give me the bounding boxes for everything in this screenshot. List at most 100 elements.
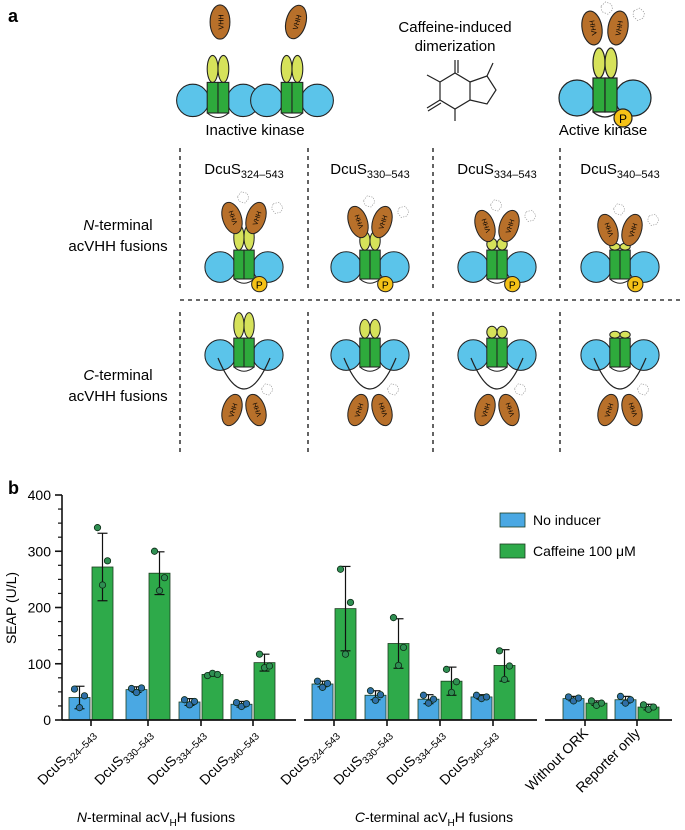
linker-loop xyxy=(233,366,255,372)
replicate-point xyxy=(98,581,107,589)
vhh-domain-icon: VHH xyxy=(371,383,400,427)
vhh-ellipse xyxy=(498,393,520,427)
x-axis: DcuS324–543DcuS330–543DcuS334–543DcuS340… xyxy=(34,719,672,829)
caffeine-bound-icon xyxy=(397,205,410,218)
vhh-ellipse xyxy=(245,393,267,427)
dhp-helix-left xyxy=(486,337,498,368)
x-tick-label-base: DcuS xyxy=(34,752,70,788)
vhh-text: VHH xyxy=(628,401,639,417)
legend-label: Caffeine 100 μM xyxy=(533,543,636,559)
vhh-ellipse xyxy=(581,10,603,46)
dhp-helix-left xyxy=(206,81,219,114)
replicate-point xyxy=(649,703,658,711)
replicate-point xyxy=(341,650,350,658)
kinase-domain-right xyxy=(300,83,334,118)
n-terminal-row-label-line2: acVHH fusions xyxy=(68,238,167,255)
vhh-domain-icon: VHH xyxy=(474,393,496,427)
replicate-point xyxy=(150,547,159,555)
linker-loop xyxy=(609,366,631,372)
dhp-helix-right xyxy=(496,249,508,280)
vhh-ellipse xyxy=(371,205,393,239)
replicate-point xyxy=(75,704,84,712)
dhp-helix-left xyxy=(609,249,621,280)
linker-loop xyxy=(359,278,381,284)
variant-header: DcuS330–543 xyxy=(330,161,410,181)
vhh-text: VHH xyxy=(291,14,304,31)
vhh-ellipse xyxy=(245,201,267,235)
caffeine-bound-icon xyxy=(271,201,284,214)
phosphate-label: P xyxy=(509,280,516,291)
group-label-text: -terminal acV xyxy=(365,809,448,825)
c-terminal-linker xyxy=(343,357,397,390)
group-label-italic: C xyxy=(355,809,366,825)
x-tick-label-base: DcuS xyxy=(144,752,180,788)
y-axis-label: SEAP (U/L) xyxy=(3,572,19,644)
replicate-point xyxy=(185,701,194,709)
variant-base: DcuS xyxy=(204,161,241,178)
linker-left xyxy=(486,325,498,339)
linker-loop xyxy=(233,278,255,284)
dhp-helix-left xyxy=(359,249,371,280)
vhh-ellipse xyxy=(221,201,243,235)
replicate-point xyxy=(621,699,630,707)
kinase-icon xyxy=(176,54,260,119)
replicate-point xyxy=(127,684,136,693)
x-tick-label: DcuS340–543 xyxy=(196,725,262,791)
panel-b-label: b xyxy=(8,478,19,498)
vhh-domain-icon: VHH xyxy=(498,383,527,427)
variant-base: DcuS xyxy=(330,161,367,178)
c-terminal-row-label-line2: acVHH fusions xyxy=(68,388,167,405)
c-terminal-row-label: C-terminal xyxy=(83,367,152,384)
kinase-domain-left xyxy=(250,83,284,118)
kinase-icon xyxy=(250,54,334,119)
replicate-point xyxy=(626,696,635,704)
linker-left xyxy=(233,312,245,339)
kinase-icon xyxy=(580,330,660,372)
replicate-point xyxy=(505,662,514,670)
kinase-domain-left xyxy=(330,251,363,283)
vhh-ellipse xyxy=(347,393,369,427)
x-tick-label-base: DcuS xyxy=(383,752,419,788)
variant-header: DcuS340–543 xyxy=(580,161,660,181)
vhh-domain-icon: VHH xyxy=(347,393,369,427)
phosphate-icon xyxy=(504,275,521,293)
kinase-domain-left xyxy=(204,339,237,371)
y-tick-label: 300 xyxy=(28,543,52,559)
group-label-sub: H xyxy=(170,818,177,829)
replicate-point xyxy=(318,683,327,691)
phosphate-icon xyxy=(377,275,394,293)
group-label-end: H fusions xyxy=(177,809,235,825)
dimerization-label-line2: dimerization xyxy=(415,38,496,55)
kinase-domain-left xyxy=(204,251,237,283)
phosphate-icon xyxy=(627,275,644,293)
vhh-text: VHH xyxy=(481,217,492,233)
linker-right xyxy=(291,54,304,83)
vhh-text: VHH xyxy=(228,209,239,225)
caffeine-bound-icon xyxy=(387,383,400,396)
replicate-point xyxy=(103,557,112,565)
vhh-ellipse xyxy=(474,209,496,243)
kinase-domain-right xyxy=(377,339,410,371)
replicate-point xyxy=(70,685,79,693)
c-terminal-linker xyxy=(217,357,271,390)
x-tick-label-sub: 334–543 xyxy=(175,731,211,767)
replicate-point xyxy=(336,565,345,573)
vhh-ellipse xyxy=(597,213,619,247)
replicate-point xyxy=(132,688,141,697)
caffeine-bound-icon xyxy=(490,199,503,212)
phosphate-icon xyxy=(613,108,633,128)
c-terminal-linker xyxy=(470,357,524,390)
dhp-helix-right xyxy=(604,77,618,113)
kinase-icon: P xyxy=(330,230,410,293)
dhp-helix-left xyxy=(359,337,371,368)
dhp-helix-left xyxy=(592,77,606,113)
kinase-domain-left xyxy=(580,251,613,283)
dhp-helix-right xyxy=(619,337,631,368)
caffeine-bound-icon xyxy=(637,383,650,396)
